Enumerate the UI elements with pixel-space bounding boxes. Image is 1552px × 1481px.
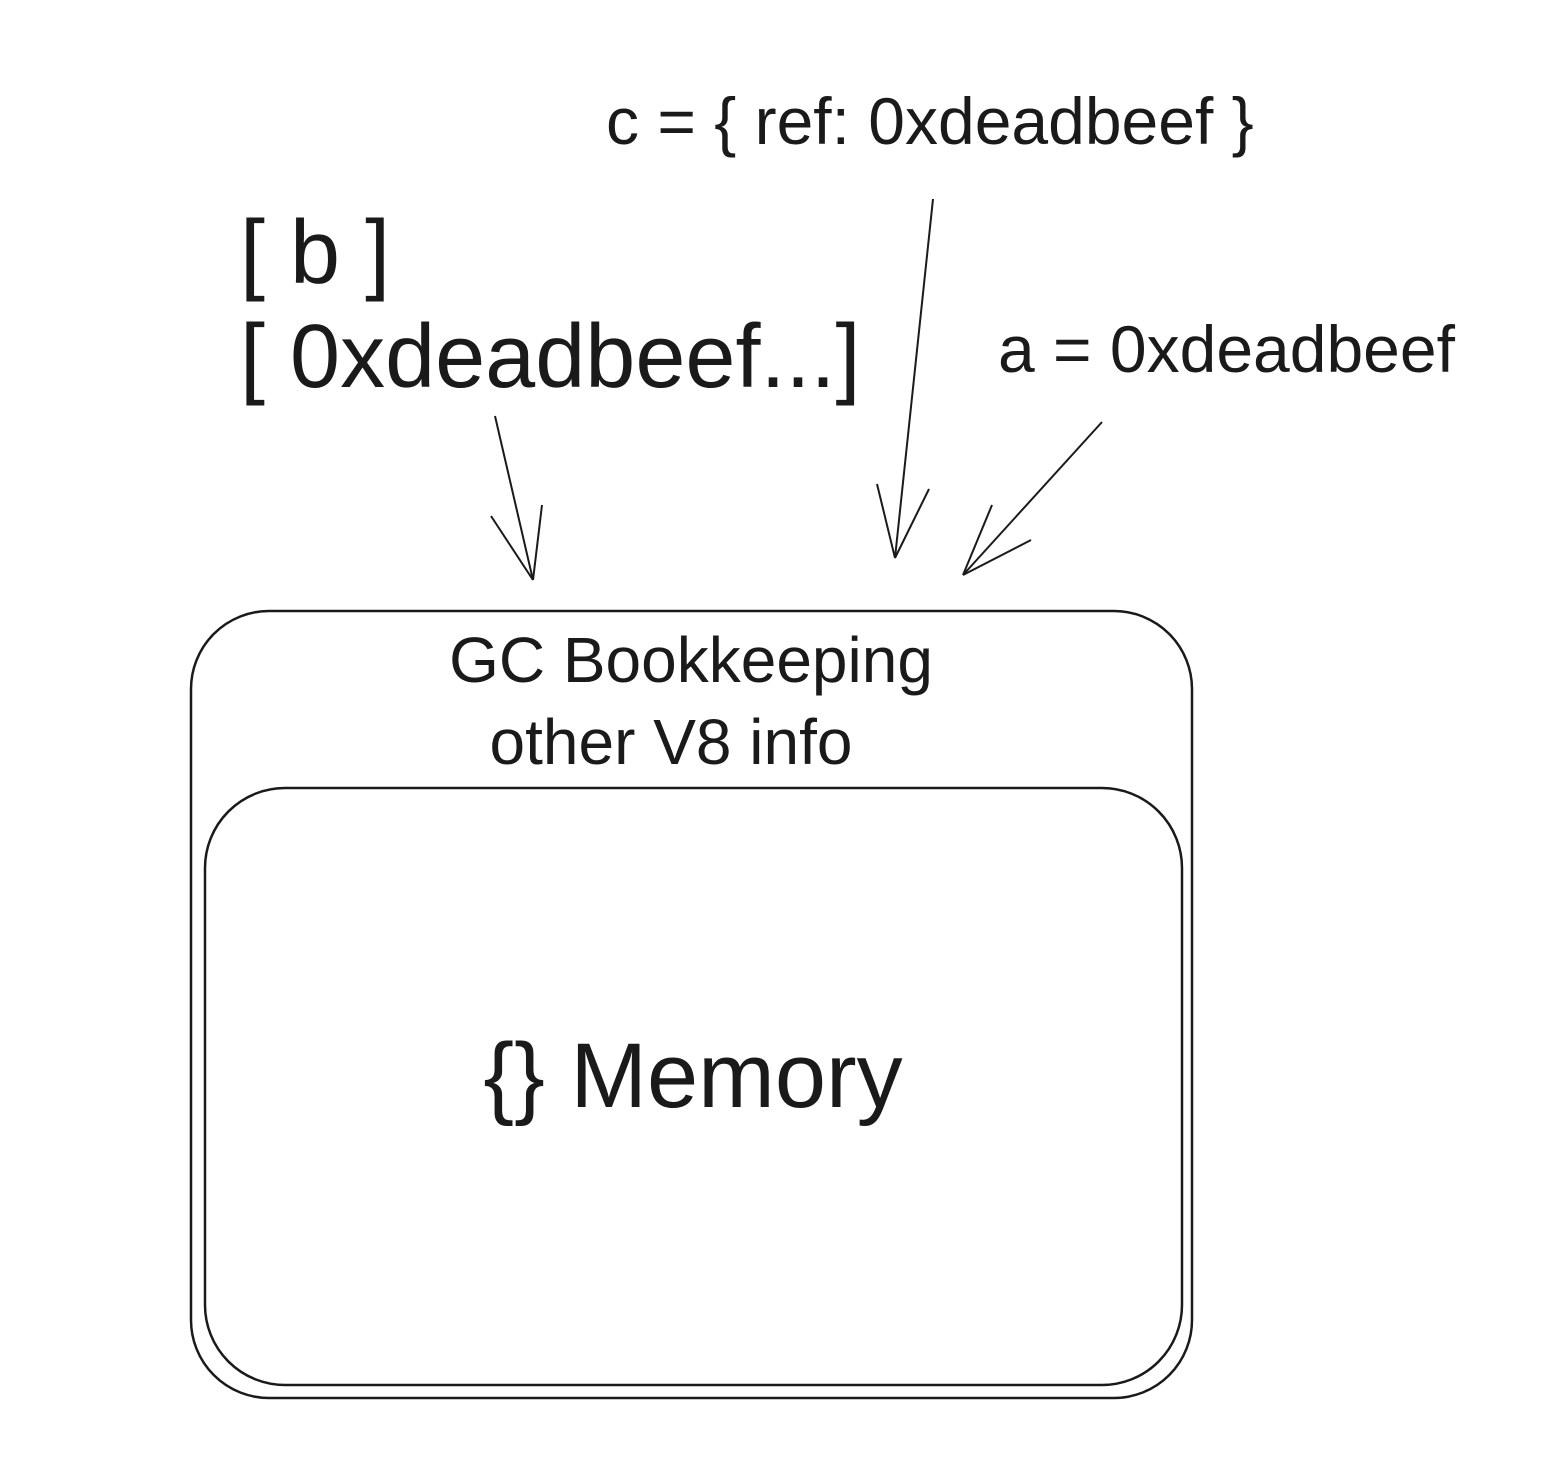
- arrow-c-shaft: [894, 198, 934, 559]
- label-c-object: c = { ref: 0xdeadbeef }: [606, 84, 1254, 158]
- arrow-c-head-right: [894, 488, 930, 559]
- arrow-c-to-heap: [876, 198, 934, 559]
- memory-inner-box: [203, 786, 1184, 1387]
- label-b-array-contents: [ 0xdeadbeef...]: [240, 307, 861, 407]
- arrow-b-head-right: [532, 504, 543, 581]
- arrow-a-to-heap: [962, 421, 1103, 576]
- arrow-b-to-heap: [490, 415, 543, 581]
- arrow-a-head-left: [962, 504, 993, 576]
- heap-header-v8-info: other V8 info: [489, 706, 853, 778]
- label-b-array-name: [ b ]: [240, 203, 391, 303]
- arrow-a-shaft: [962, 421, 1103, 576]
- arrow-c-head-left: [876, 483, 896, 559]
- memory-label: {} Memory: [483, 1025, 903, 1127]
- label-a-variable: a = 0xdeadbeef: [998, 312, 1455, 386]
- heap-header-gc-bookkeeping: GC Bookkeeping: [449, 624, 933, 696]
- arrow-a-head-right: [962, 539, 1032, 576]
- arrow-b-head-left: [490, 515, 534, 581]
- arrow-b-shaft: [494, 415, 534, 581]
- heap-outer-box: [189, 609, 1194, 1400]
